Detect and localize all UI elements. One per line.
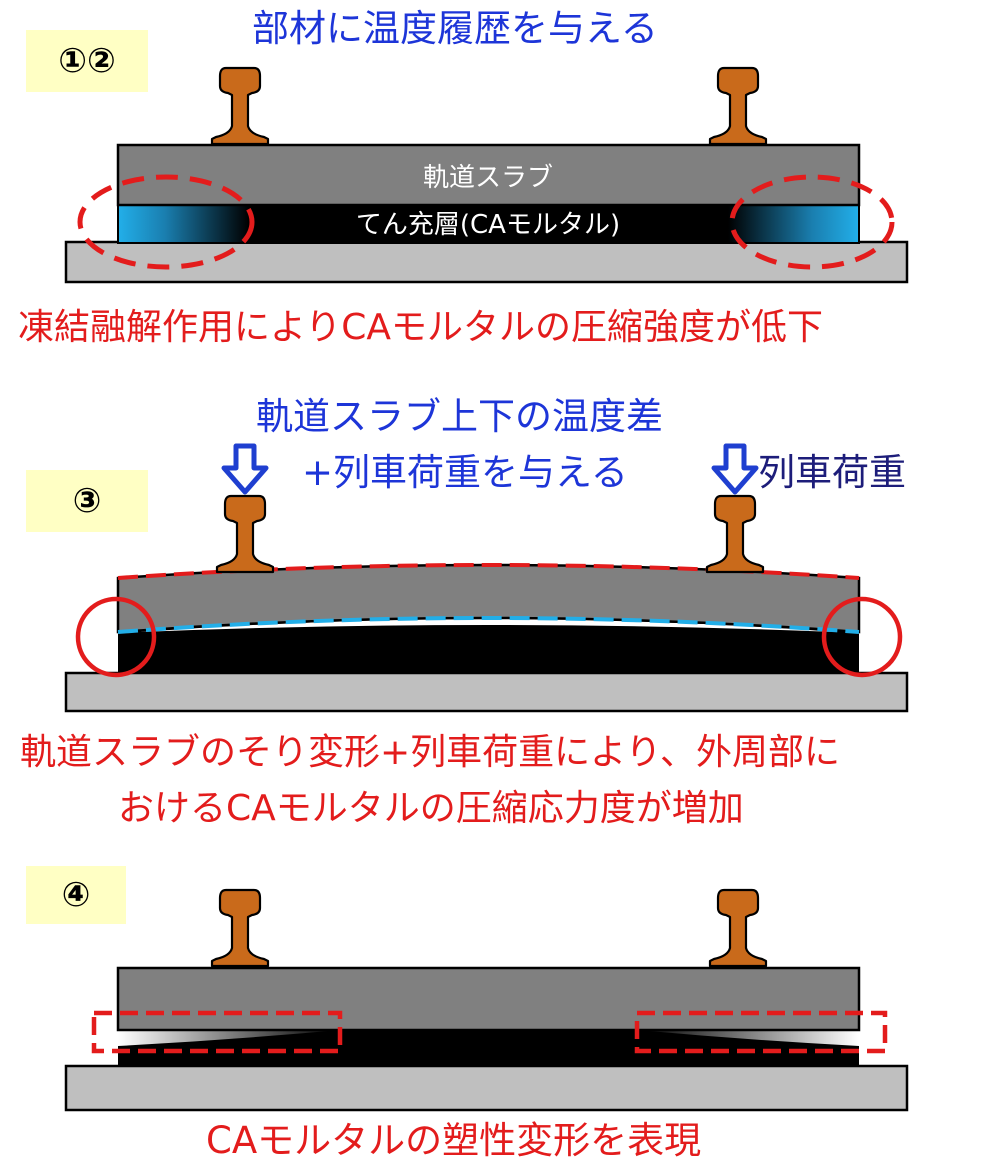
- mortar-label-1: てん充層(CAモルタル): [356, 210, 620, 240]
- panel3-figure: [64, 888, 909, 1112]
- panel1-figure: 軌道スラブ てん充層(CAモルタル): [64, 66, 909, 284]
- panel2-title-line1: 軌道スラブ上下の温度差: [256, 395, 663, 438]
- rail-3-left: [210, 888, 270, 968]
- panel2-caption-line1: 軌道スラブのそり変形+列車荷重により、外周部に: [20, 732, 841, 773]
- panel1-caption: 凍結融解作用によりCAモルタルの圧縮強度が低下: [18, 307, 824, 348]
- stress-circle-left: [75, 596, 157, 678]
- panel2-caption-line2: おけるCAモルタルの圧縮応力度が増加: [118, 788, 744, 829]
- mortar-damaged-right: [728, 206, 858, 242]
- damage-ellipse-left: [77, 174, 255, 270]
- rail-1-right: [708, 66, 768, 146]
- step-label-3: ③: [26, 470, 148, 532]
- load-arrow-left: [221, 443, 269, 495]
- slab-label-1: 軌道スラブ: [423, 163, 553, 193]
- panel2-figure: [64, 443, 909, 713]
- track-slab-3: [116, 966, 861, 1032]
- base-slab-3: [64, 1064, 909, 1112]
- track-slab-1: [116, 143, 861, 207]
- base-slab-1: [64, 240, 909, 284]
- step-label-4: ④: [26, 866, 126, 924]
- damage-ellipse-right: [729, 174, 895, 270]
- train-load-label: 列車荷重: [758, 451, 906, 494]
- load-arrow-right: [711, 443, 759, 495]
- stress-circle-right: [821, 596, 903, 678]
- mortar-damaged-left: [119, 206, 249, 242]
- rail-3-right: [708, 888, 768, 968]
- rail-1-left: [210, 66, 270, 146]
- panel1-title: 部材に温度履歴を与える: [252, 7, 658, 50]
- panel2-title-line2: +列車荷重を与える: [302, 451, 628, 494]
- deformation-box-left: [91, 1010, 343, 1054]
- deformation-box-right: [634, 1010, 888, 1054]
- panel3-caption: CAモルタルの塑性変形を表現: [206, 1119, 702, 1162]
- base-slab-2: [64, 671, 909, 713]
- step-label-1-2: ①②: [26, 30, 148, 92]
- rail-2-left: [215, 494, 275, 574]
- rail-2-right: [705, 494, 765, 574]
